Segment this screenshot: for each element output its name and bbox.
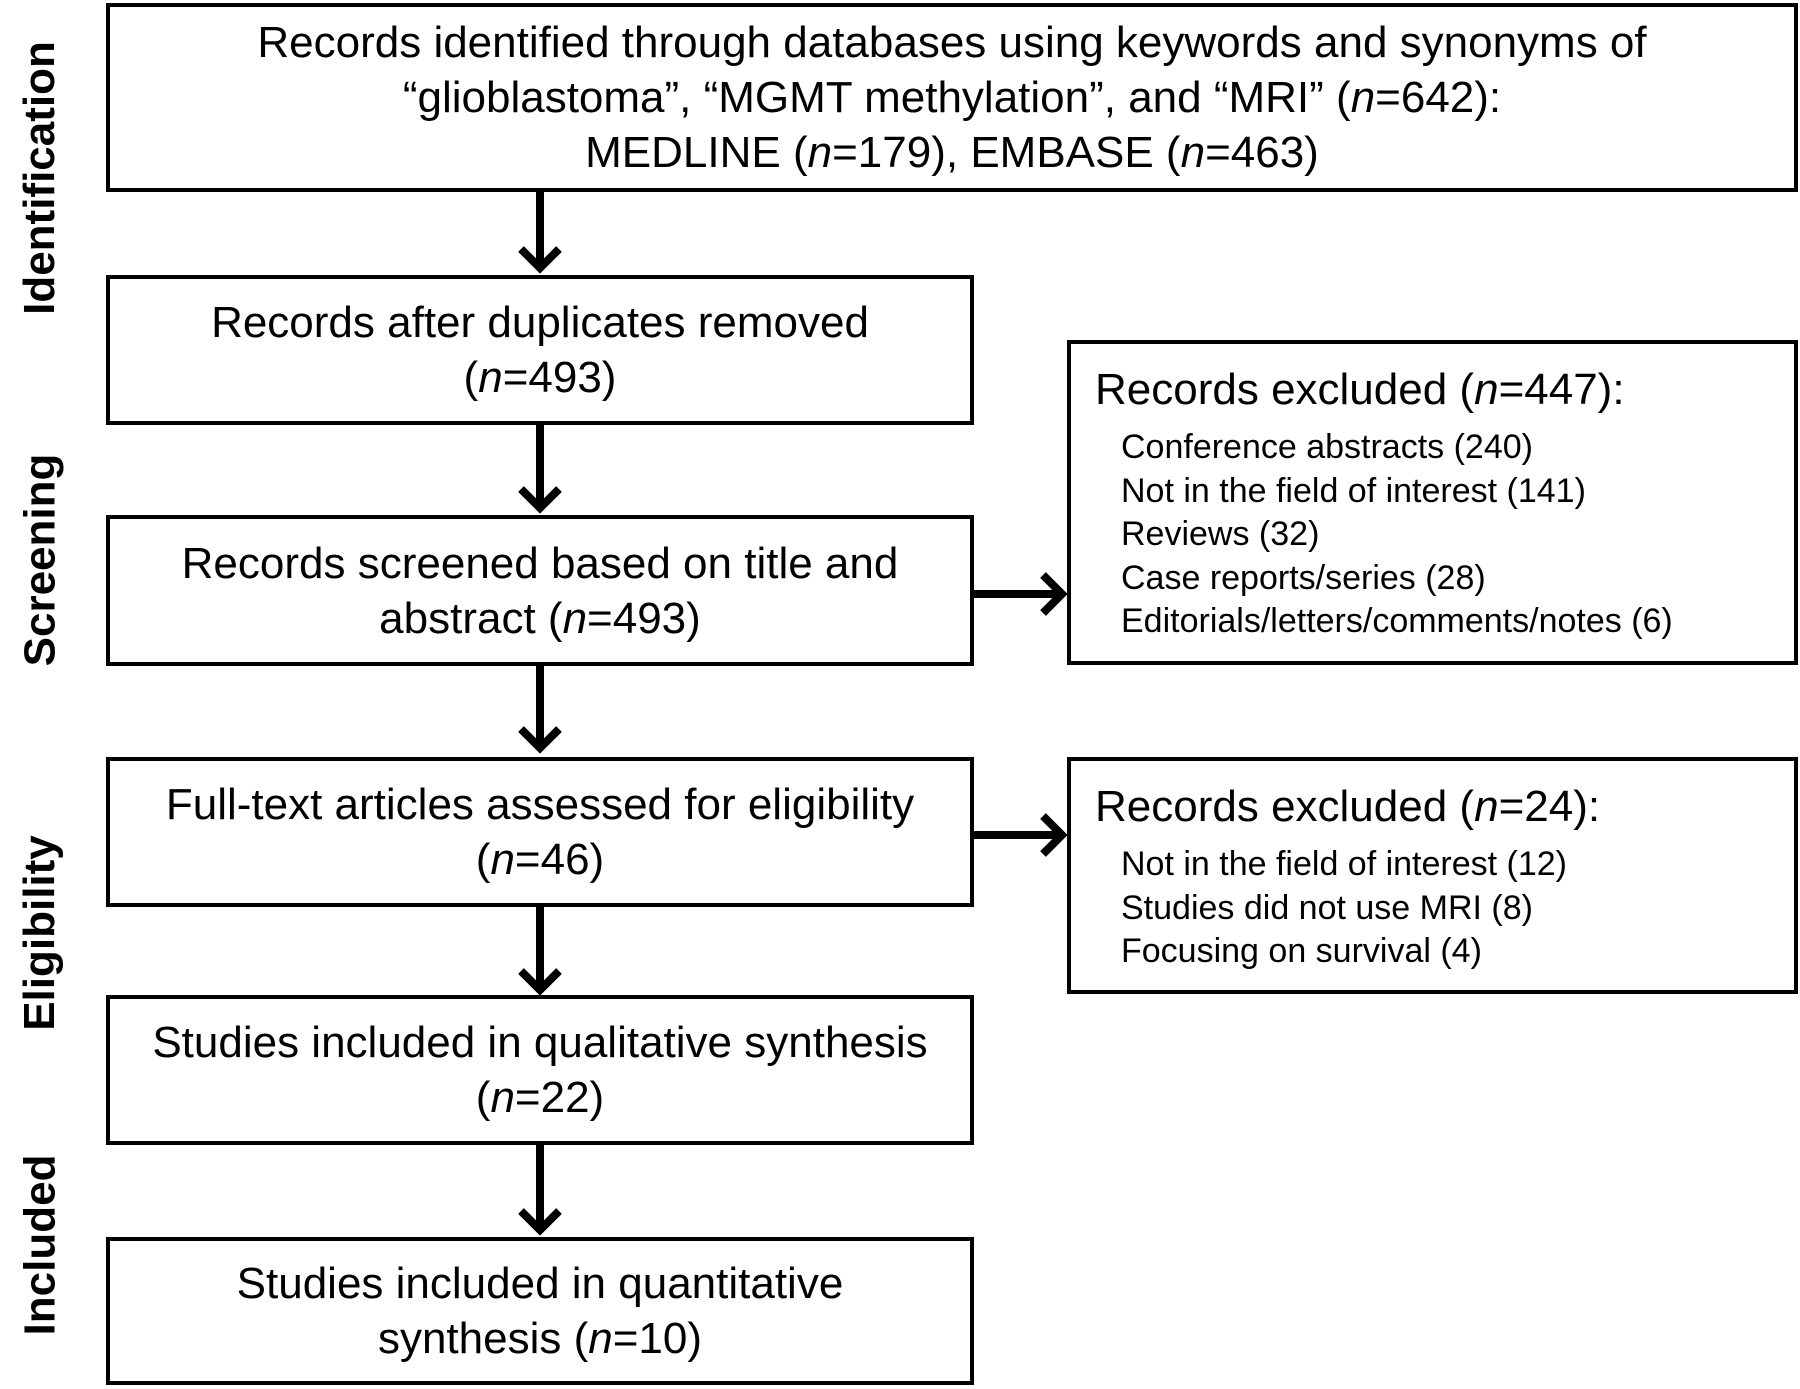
excluded-eligibility-list: Not in the field of interest (12) Studie… bbox=[1095, 843, 1794, 974]
box-records-screened: Records screened based on title and abst… bbox=[106, 515, 974, 666]
arrow-fulltext-to-qualitative bbox=[518, 907, 562, 996]
box-quantitative-synthesis-line1: Studies included in quantitative bbox=[236, 1259, 844, 1308]
excluded-screening-item: Editorials/letters/comments/notes (6) bbox=[1121, 602, 1673, 640]
arrow-duplicates-to-screened bbox=[518, 425, 562, 514]
box-records-screened-line1: Records screened based on title and bbox=[181, 538, 899, 588]
excluded-screening-item: Case reports/series (28) bbox=[1121, 558, 1486, 597]
box-quantitative-synthesis: Studies included in quantitative synthes… bbox=[106, 1237, 974, 1385]
box-duplicates-removed-line2: (n=493) bbox=[463, 353, 617, 402]
box-records-identified-line2: “glioblastoma”, “MGMT methylation”, and … bbox=[402, 73, 1502, 122]
box-qualitative-synthesis-line2: (n=22) bbox=[475, 1073, 605, 1122]
excluded-screening-heading: Records excluded (n=447): bbox=[1095, 365, 1625, 414]
box-records-identified-line3: MEDLINE (n=179), EMBASE (n=463) bbox=[585, 128, 1319, 177]
excluded-eligibility-item: Not in the field of interest (12) bbox=[1121, 845, 1568, 883]
excluded-eligibility-item: Studies did not use MRI (8) bbox=[1121, 888, 1533, 927]
arrow-identified-to-duplicates bbox=[518, 192, 562, 274]
arrow-qualitative-to-quantitative bbox=[518, 1145, 562, 1236]
box-fulltext-assessed-line2: (n=46) bbox=[475, 835, 605, 884]
excluded-eligibility-heading: Records excluded (n=24): bbox=[1095, 782, 1601, 831]
box-quantitative-synthesis-line2: synthesis (n=10) bbox=[377, 1314, 703, 1363]
box-duplicates-removed-line1: Records after duplicates removed bbox=[211, 298, 869, 347]
box-records-identified-line1: Records identified through databases usi… bbox=[257, 18, 1647, 67]
excluded-screening-item: Not in the field of interest (141) bbox=[1121, 471, 1586, 510]
box-excluded-eligibility: Records excluded (n=24): Not in the fiel… bbox=[1067, 757, 1798, 994]
arrow-fulltext-to-excluded bbox=[974, 813, 1068, 857]
box-fulltext-assessed-line1: Full-text articles assessed for eligibil… bbox=[165, 780, 915, 829]
excluded-screening-item: Conference abstracts (240) bbox=[1121, 428, 1533, 466]
box-duplicates-removed: Records after duplicates removed (n=493) bbox=[106, 275, 974, 425]
excluded-eligibility-item: Focusing on survival (4) bbox=[1121, 932, 1482, 970]
box-excluded-screening: Records excluded (n=447): Conference abs… bbox=[1067, 340, 1798, 665]
arrow-screened-to-fulltext bbox=[518, 666, 562, 754]
arrow-screened-to-excluded bbox=[974, 572, 1068, 616]
box-fulltext-assessed: Full-text articles assessed for eligibil… bbox=[106, 757, 974, 907]
box-records-screened-line2: abstract (n=493) bbox=[379, 593, 701, 643]
box-records-identified: Records identified through databases usi… bbox=[106, 3, 1798, 192]
excluded-screening-item: Reviews (32) bbox=[1121, 515, 1320, 553]
excluded-screening-list: Conference abstracts (240) Not in the fi… bbox=[1095, 426, 1794, 644]
box-qualitative-synthesis: Studies included in qualitative synthesi… bbox=[106, 995, 974, 1145]
box-qualitative-synthesis-line1: Studies included in qualitative synthesi… bbox=[152, 1018, 928, 1067]
